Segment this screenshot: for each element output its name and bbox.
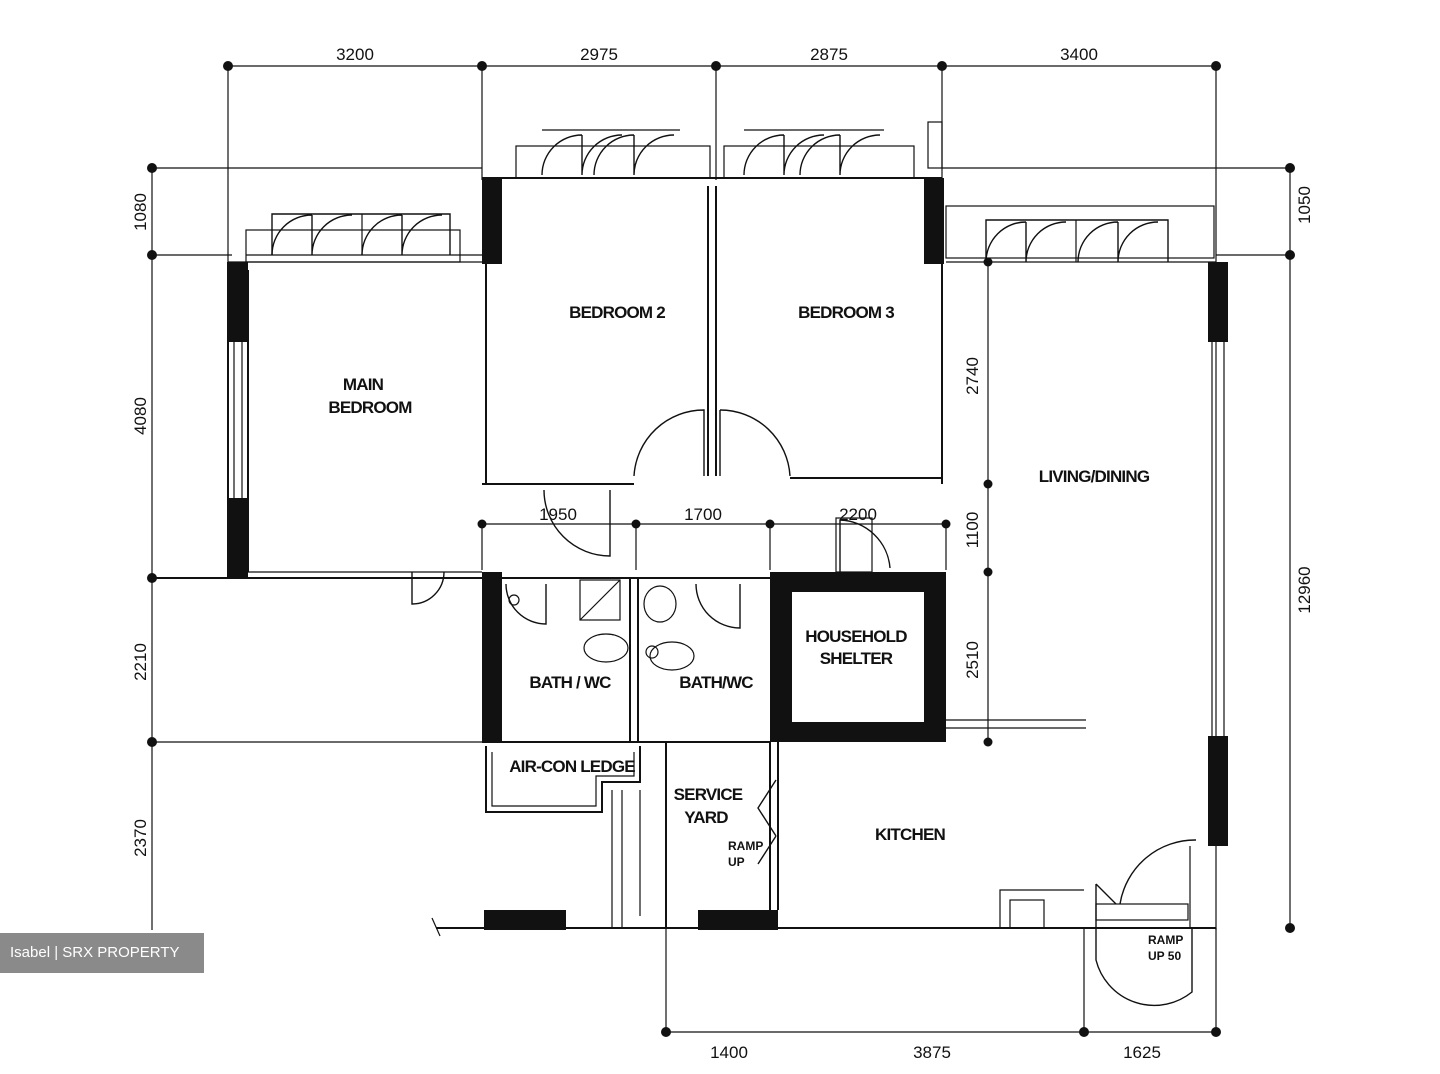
dim-inner-v-3: 2510 (963, 641, 982, 679)
inner-dimension-line: 1950 1700 2200 (477, 505, 951, 570)
dim-bottom-1: 1400 (710, 1043, 748, 1062)
label-living-dining: LIVING/DINING (1039, 467, 1150, 486)
dim-inner-2: 1700 (684, 505, 722, 524)
label-household-shelter-2: SHELTER (820, 649, 893, 668)
service-yard: SERVICE YARD RAMP UP (665, 742, 779, 928)
dim-bottom-2: 3875 (913, 1043, 951, 1062)
dim-top-1: 3200 (336, 45, 374, 64)
dim-left-2: 4080 (131, 397, 150, 435)
dim-left-3: 2210 (131, 643, 150, 681)
label-bedroom-2: BEDROOM 2 (569, 303, 665, 322)
dim-bottom-3: 1625 (1123, 1043, 1161, 1062)
label-ramp-up-2b: UP 50 (1148, 949, 1181, 963)
label-kitchen: KITCHEN (875, 825, 945, 844)
watermark-label: Isabel | SRX PROPERTY (0, 933, 204, 973)
label-main-bedroom-2: BEDROOM (328, 398, 412, 417)
dim-left-4: 2370 (131, 819, 150, 857)
bedroom-2: BEDROOM 2 (482, 129, 717, 485)
label-aircon-ledge: AIR-CON LEDGE (509, 757, 635, 776)
dim-right-top: 1050 (1295, 186, 1314, 224)
household-shelter: HOUSEHOLD SHELTER (770, 517, 946, 742)
label-ramp-up-1b: UP (728, 855, 745, 869)
dim-inner-v-2: 1100 (963, 512, 982, 549)
dim-top-4: 3400 (1060, 45, 1098, 64)
bedroom-3: BEDROOM 3 (716, 121, 944, 484)
dim-inner-1: 1950 (539, 505, 577, 524)
kitchen: KITCHEN RAMP UP 50 (431, 825, 1216, 1007)
label-ramp-up-1a: RAMP (728, 839, 763, 853)
inner-vertical-dimension-line: 2740 1100 2510 (963, 257, 993, 747)
bathrooms: BATH / WC BATH/WC (411, 489, 770, 743)
label-ramp-up-2a: RAMP (1148, 933, 1183, 947)
bottom-dimension-line: 1400 3875 1625 (661, 928, 1221, 1062)
main-bedroom: MAIN BEDROOM (152, 213, 482, 579)
dim-inner-v-1: 2740 (963, 357, 982, 395)
dim-inner-3: 2200 (839, 505, 877, 524)
label-service-yard-2: YARD (684, 808, 728, 827)
dim-top-2: 2975 (580, 45, 618, 64)
aircon-ledge: AIR-CON LEDGE (485, 746, 641, 928)
living-dining: LIVING/DINING (945, 205, 1228, 846)
label-bath-wc-1: BATH / WC (529, 673, 611, 692)
label-household-shelter-1: HOUSEHOLD (805, 627, 907, 646)
dim-top-3: 2875 (810, 45, 848, 64)
label-bedroom-3: BEDROOM 3 (798, 303, 894, 322)
left-dimension-line: 1080 4080 2210 2370 (131, 163, 482, 930)
label-bath-wc-2: BATH/WC (679, 673, 753, 692)
label-main-bedroom-1: MAIN (343, 375, 384, 394)
dim-right-total: 12960 (1295, 566, 1314, 613)
label-service-yard-1: SERVICE (674, 785, 743, 804)
top-dimension-line: 3200 2975 2875 3400 (223, 45, 1221, 930)
right-dimension-line: 1050 12960 (942, 163, 1314, 933)
dim-left-1: 1080 (131, 193, 150, 231)
